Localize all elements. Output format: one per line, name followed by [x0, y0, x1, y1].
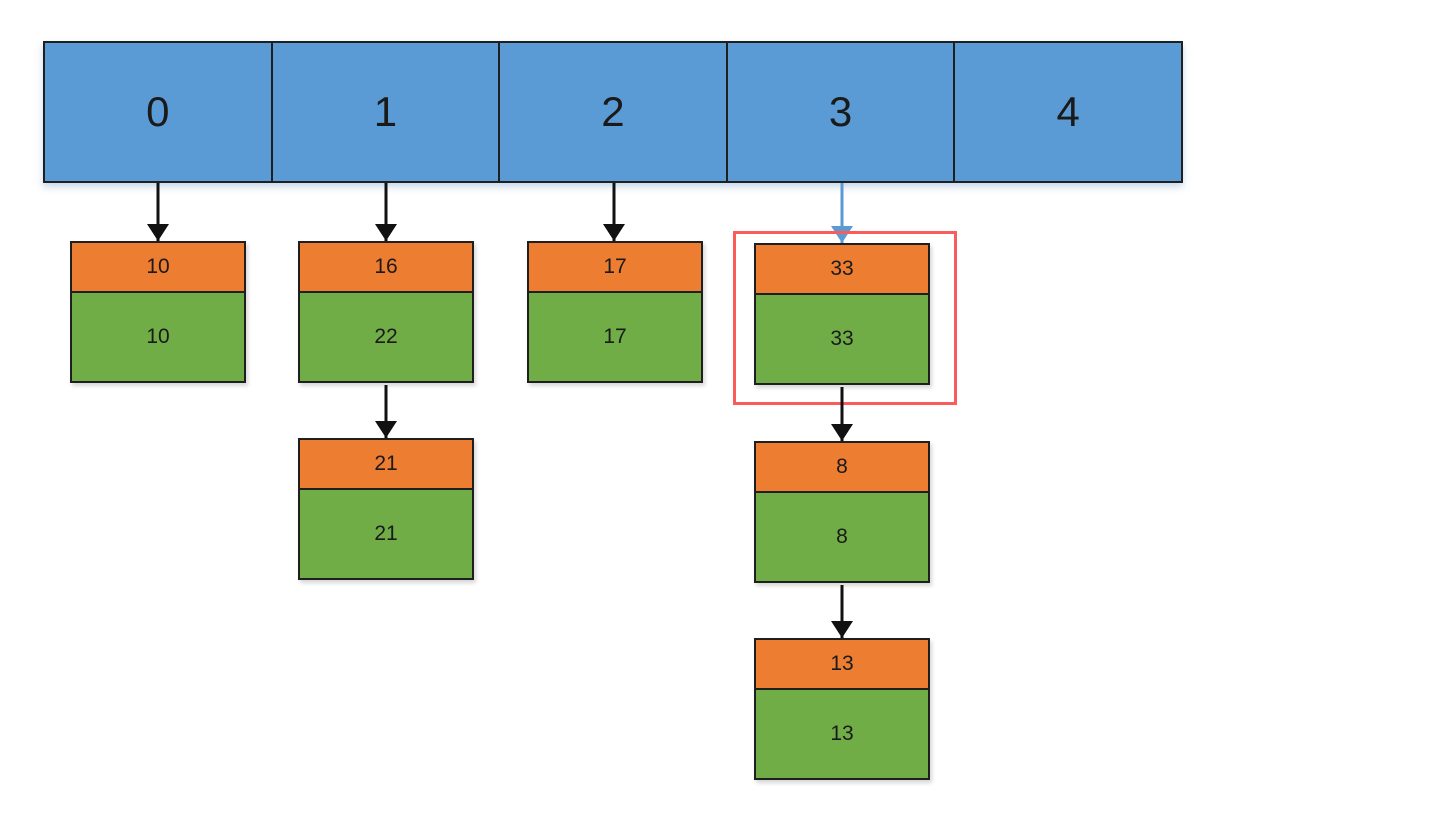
chain-node-bucket1-1: 21 21 — [298, 438, 474, 580]
bucket-cell-3: 3 — [728, 43, 956, 181]
down-arrow-bucket3-blue — [831, 183, 853, 243]
chain-node-bucket0-0: 10 10 — [70, 241, 246, 383]
down-arrow-bucket1 — [375, 183, 397, 241]
arrow-shaft — [384, 183, 388, 241]
down-arrow-bucket1-next — [375, 385, 397, 438]
arrow-down-icon — [831, 226, 853, 243]
down-arrow-bucket3-next1 — [831, 387, 853, 441]
arrow-shaft — [840, 585, 844, 638]
bucket-cell-0: 0 — [45, 43, 273, 181]
chain-node-bucket1-0: 16 22 — [298, 241, 474, 383]
bucket-index-label: 1 — [373, 88, 398, 135]
bucket-index-label: 4 — [1056, 88, 1080, 135]
node-value-cell: 22 — [300, 293, 472, 381]
arrow-down-icon — [831, 424, 853, 441]
chain-node-bucket3-2: 13 13 — [754, 638, 930, 780]
node-key-cell: 16 — [300, 243, 472, 293]
down-arrow-bucket3-next2 — [831, 585, 853, 638]
arrow-shaft — [384, 385, 388, 438]
down-arrow-bucket0 — [147, 183, 169, 241]
arrow-shaft — [156, 183, 160, 241]
node-key-cell: 10 — [72, 243, 244, 293]
bucket-index-label: 3 — [828, 88, 853, 135]
node-value-cell: 17 — [529, 293, 701, 381]
arrow-down-icon — [147, 224, 169, 241]
node-value-cell: 13 — [756, 690, 928, 778]
node-key-cell: 17 — [529, 243, 701, 293]
bucket-cell-2: 2 — [500, 43, 728, 181]
node-value-cell: 33 — [756, 295, 928, 383]
node-key-cell: 33 — [756, 245, 928, 295]
arrow-shaft — [840, 183, 844, 243]
node-value-cell: 8 — [756, 493, 928, 581]
node-value-cell: 10 — [72, 293, 244, 381]
arrow-down-icon — [375, 224, 397, 241]
bucket-index-label: 2 — [601, 88, 625, 135]
chain-node-bucket3-0: 33 33 — [754, 243, 930, 385]
arrow-shaft — [612, 183, 616, 241]
node-value-cell: 21 — [300, 490, 472, 578]
arrow-down-icon — [375, 421, 397, 438]
bucket-array: 0 1 2 3 4 — [43, 41, 1183, 183]
node-key-cell: 8 — [756, 443, 928, 493]
arrow-down-icon — [831, 621, 853, 638]
bucket-cell-1: 1 — [273, 43, 501, 181]
chain-node-bucket3-1: 8 8 — [754, 441, 930, 583]
bucket-cell-4: 4 — [955, 43, 1181, 181]
node-key-cell: 21 — [300, 440, 472, 490]
bucket-index-label: 0 — [146, 88, 170, 135]
chain-node-bucket2-0: 17 17 — [527, 241, 703, 383]
arrow-down-icon — [603, 224, 625, 241]
node-key-cell: 13 — [756, 640, 928, 690]
highlight-box — [733, 231, 957, 405]
arrow-shaft — [840, 387, 844, 441]
down-arrow-bucket2 — [603, 183, 625, 241]
